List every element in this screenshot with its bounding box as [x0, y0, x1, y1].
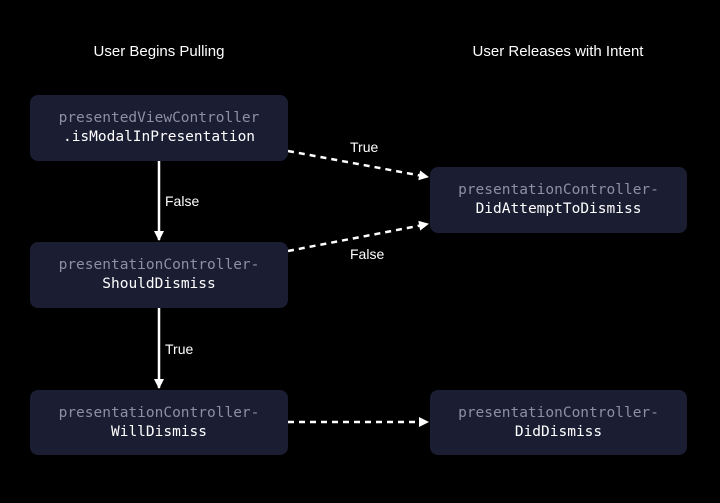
node-did-dismiss: presentationController- DidDismiss	[430, 390, 687, 455]
node-should-dismiss: presentationController- ShouldDismiss	[30, 242, 288, 308]
node-line-1: presentationController-	[58, 404, 260, 421]
node-line-2: .isModalInPresentation	[62, 129, 256, 145]
node-line-1: presentationController-	[58, 257, 260, 273]
arrow-modal-to-attempt	[287, 149, 429, 181]
node-line-1: presentedViewController	[58, 110, 260, 126]
edge-label-false: False	[165, 193, 200, 209]
arrow-should-to-attempt	[287, 220, 429, 253]
node-is-modal-in-presentation: presentedViewController .isModalInPresen…	[30, 95, 288, 161]
node-line-2: WillDismiss	[110, 423, 208, 440]
node-line-2: DidDismiss	[514, 423, 603, 440]
node-line-2: ShouldDismiss	[102, 276, 216, 292]
node-line-2: DidAttemptToDismiss	[475, 201, 642, 217]
node-will-dismiss: presentationController- WillDismiss	[30, 390, 288, 455]
edge-label-true: True	[350, 139, 379, 155]
node-did-attempt-to-dismiss: presentationController- DidAttemptToDism…	[430, 167, 687, 233]
left-column-title: User Begins Pulling	[93, 43, 225, 60]
node-line-1: presentationController-	[458, 404, 659, 421]
right-column-title: User Releases with Intent	[472, 43, 644, 60]
edge-label-false: False	[350, 246, 385, 262]
edge-label-true: True	[165, 341, 194, 357]
node-line-1: presentationController-	[458, 182, 659, 198]
